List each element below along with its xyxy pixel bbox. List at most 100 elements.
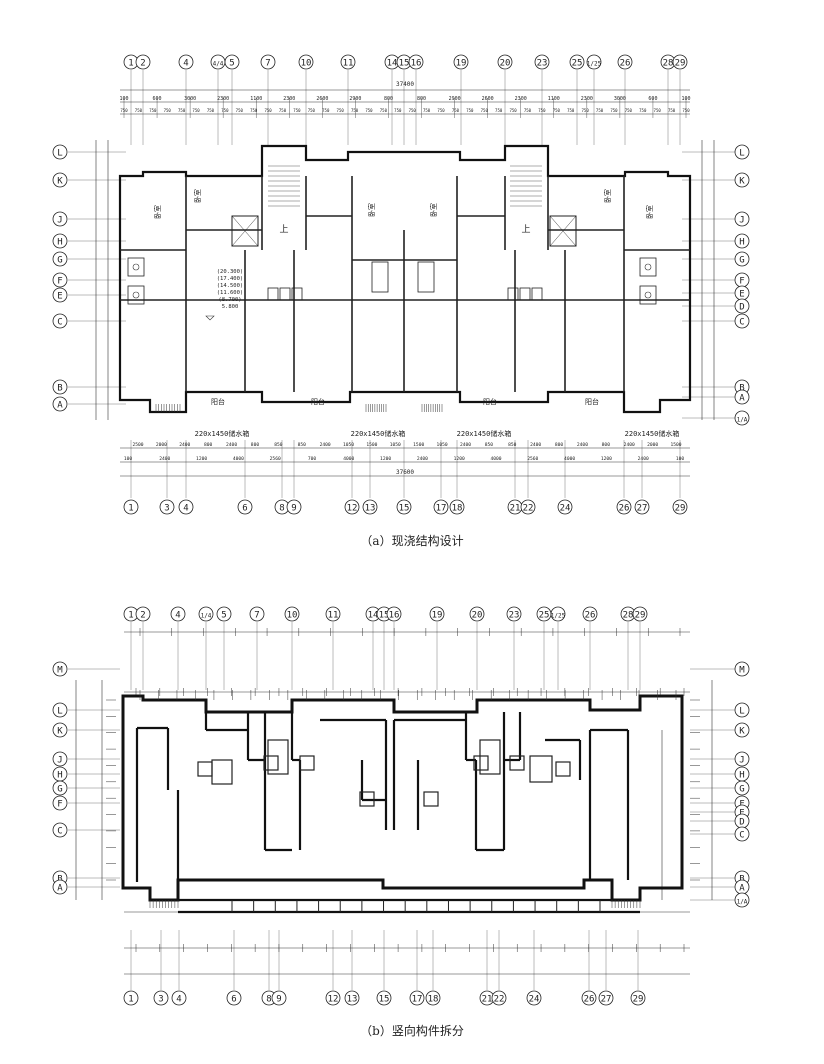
dim-top-minor: 750 <box>409 108 417 113</box>
axis-bubble-top <box>298 54 314 70</box>
dim-top-minor: 750 <box>250 108 258 113</box>
caption-cast-in-place-design: （a）现浇结构设计 <box>360 534 464 548</box>
meter-box <box>279 287 291 301</box>
axis-bubble-right-label: K <box>739 177 745 187</box>
axis-bubble-top-b-label: 26 <box>585 611 596 621</box>
axis-bubble-top-b-label: 1/4 <box>201 613 212 620</box>
axis-bubble-left-b-label: G <box>57 785 62 795</box>
axis-bubble-right <box>734 389 750 405</box>
axis-bubble-right <box>734 251 750 267</box>
dim-bottom-value-2: 1200 <box>454 456 465 462</box>
axis-bubble-bottom-label: 29 <box>675 504 686 514</box>
axis-bubble-right-b-label: C <box>739 831 744 841</box>
axis-bubble-top-label: 15 <box>399 59 410 69</box>
axis-bubble-bottom-b-label: 21 <box>482 995 493 1005</box>
axis-bubble-bottom <box>449 499 465 515</box>
axis-bubble-top-b <box>469 606 485 622</box>
axis-bubble-top-b <box>135 606 151 622</box>
dim-top-minor: 750 <box>466 108 474 113</box>
axis-bubble-top <box>408 54 424 70</box>
axis-bubble-left <box>52 287 68 303</box>
axis-bubble-bottom-b-label: 8 <box>266 995 271 1005</box>
axis-bubble-bottom-label: 8 <box>279 504 284 514</box>
axis-bubble-left-label: F <box>57 277 62 287</box>
axis-bubble-right-b-label: M <box>739 666 745 676</box>
column-stub <box>423 791 439 807</box>
axis-bubble-left-b <box>52 795 68 811</box>
dim-top-minor: 750 <box>293 108 301 113</box>
axis-bubble-bottom <box>672 499 688 515</box>
dim-top-minor: 750 <box>308 108 316 113</box>
dim-top-minor: 750 <box>495 108 503 113</box>
axis-bubble-right-b-label: B <box>739 875 744 885</box>
dim-bottom-value: 850 <box>508 442 517 448</box>
axis-bubble-right-b <box>734 892 750 908</box>
axis-bubble-right-label: J <box>739 216 744 226</box>
axis-bubble-bottom-b <box>526 990 542 1006</box>
dim-top-minor: 750 <box>164 108 172 113</box>
dim-bottom-value-2: 2400 <box>638 456 649 462</box>
axis-bubble-right-b-label: 1/A <box>737 899 748 906</box>
room-label-bedroom: 卧室 <box>645 205 654 219</box>
axis-bubble-bottom-b <box>598 990 614 1006</box>
axis-bubble-top-b <box>216 606 232 622</box>
axis-bubble-right <box>734 172 750 188</box>
axis-bubble-top-label: 7 <box>265 59 270 69</box>
axis-bubble-bottom-b-label: 9 <box>276 995 281 1005</box>
axis-bubble-right-b-label: G <box>739 785 744 795</box>
dim-top-minor: 750 <box>279 108 287 113</box>
axis-bubble-left <box>52 272 68 288</box>
stair-core-b-right <box>479 739 501 775</box>
axis-bubble-bottom-b-label: 1 <box>128 995 133 1005</box>
axis-bubble-left-label: A <box>57 401 63 411</box>
elevator-core-b-left <box>211 759 233 785</box>
column-stub <box>555 761 571 777</box>
dim-top-minor: 750 <box>120 108 128 113</box>
axis-bubble-bottom <box>178 499 194 515</box>
axis-bubble-top-b-label: 7 <box>254 611 259 621</box>
stair-core-b-left <box>267 739 289 775</box>
room-label-balcony: 阳台 <box>483 397 497 406</box>
dim-bottom-value: 1050 <box>437 442 448 448</box>
room-label-balcony: 阳台 <box>311 397 325 406</box>
dim-top-minor: 750 <box>192 108 200 113</box>
axis-bubble-bottom-b-label: 27 <box>601 995 612 1005</box>
axis-bubble-bottom <box>634 499 650 515</box>
axis-bubble-top-b-label: 1/25 <box>551 613 566 620</box>
dim-bottom-value: 2400 <box>179 442 190 448</box>
dim-top-minor: 750 <box>509 108 517 113</box>
dim-top-minor: 750 <box>423 108 431 113</box>
axis-bubble-top-label: 4/4 <box>213 61 224 68</box>
axis-bubble-right-b-label: A <box>739 884 745 894</box>
axis-bubble-top-label: 19 <box>456 59 467 69</box>
dim-top-minor: 750 <box>365 108 373 113</box>
dim-bottom-value: 2400 <box>624 442 635 448</box>
dim-top-minor: 750 <box>149 108 157 113</box>
axis-bubble-top <box>135 54 151 70</box>
axis-bubble-left-b-label: A <box>57 884 63 894</box>
axis-bubble-bottom-b-label: 18 <box>428 995 439 1005</box>
axis-bubble-bottom-label: 6 <box>242 504 247 514</box>
dim-top-minor: 750 <box>264 108 272 113</box>
dim-top-minor: 750 <box>380 108 388 113</box>
dim-bottom-value-2: 100 <box>124 456 133 462</box>
dim-bottom-value-2: 1200 <box>196 456 207 462</box>
dim-bottom-value-2: 2560 <box>527 456 538 462</box>
meter-box <box>519 287 531 301</box>
axis-bubble-left-b <box>52 879 68 895</box>
elevator-shaft-right <box>549 215 577 247</box>
axis-bubble-bottom <box>616 499 632 515</box>
axis-bubble-left-label: L <box>57 149 62 159</box>
axis-bubble-bottom-label: 3 <box>164 504 169 514</box>
axis-bubble-bottom <box>159 499 175 515</box>
dim-top-minor: 750 <box>524 108 532 113</box>
axis-bubble-bottom <box>396 499 412 515</box>
axis-bubble-right <box>734 298 750 314</box>
axis-bubble-top-b-label: 11 <box>328 611 339 621</box>
axis-bubble-right-label: 1/A <box>737 417 748 424</box>
axis-bubble-top-label: 25 <box>572 59 583 69</box>
dim-top-minor: 750 <box>538 108 546 113</box>
axis-bubble-right-b-label: J <box>739 756 744 766</box>
dim-bottom-value: 850 <box>485 442 494 448</box>
